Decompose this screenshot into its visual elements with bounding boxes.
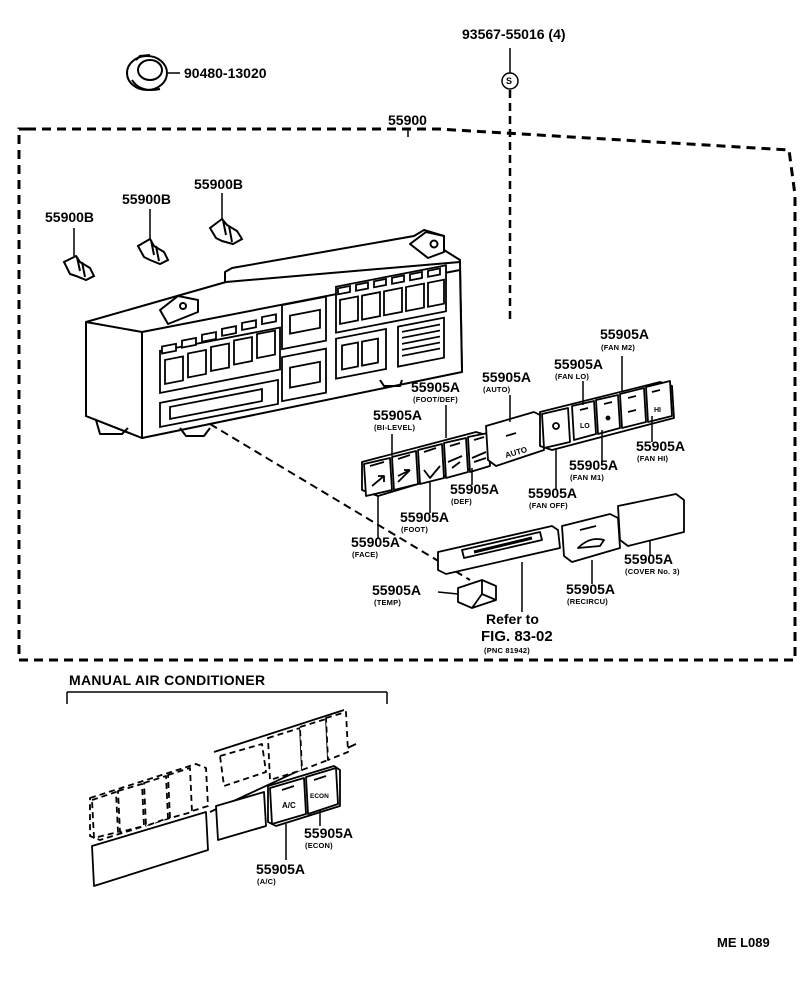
fan-m1-button bbox=[595, 394, 621, 435]
ac-glyph: A/C bbox=[282, 801, 296, 810]
bulb-part-number-c: 55900B bbox=[194, 176, 244, 192]
foot-label: (FOOT) bbox=[401, 525, 429, 534]
manual-ac-title: MANUAL AIR CONDITIONER bbox=[69, 672, 266, 688]
face-button bbox=[363, 457, 393, 497]
temp-slider-plate bbox=[437, 525, 561, 575]
cover3-label: (COVER No. 3) bbox=[625, 567, 680, 576]
bi-level-part-number: 55905A bbox=[373, 407, 423, 423]
screw-symbol-letter: S bbox=[506, 76, 513, 86]
fan-hi-label: (FAN HI) bbox=[637, 454, 669, 463]
bulb-part-number-a: 55900B bbox=[45, 209, 95, 225]
foot-def-part-number: 55905A bbox=[411, 379, 461, 395]
fan-m2-button bbox=[619, 387, 647, 429]
housing-windows bbox=[159, 264, 447, 428]
fan-off-label: (FAN OFF) bbox=[529, 501, 568, 510]
recircu-part-number: 55905A bbox=[566, 581, 616, 597]
bulb-icon bbox=[136, 237, 170, 266]
manual-ac-leaders bbox=[285, 810, 321, 860]
econ-label: (ECON) bbox=[305, 841, 333, 850]
fan-hi-part-number: 55905A bbox=[636, 438, 686, 454]
foot-button bbox=[417, 443, 445, 485]
fan-m2-label: (FAN M2) bbox=[601, 343, 636, 352]
clip-icon bbox=[126, 54, 168, 91]
fan-button-group: LO HI bbox=[539, 380, 675, 451]
manual-ac-panel: A/C ECON bbox=[89, 709, 357, 887]
face-part-number: 55905A bbox=[351, 534, 401, 550]
manual-ac-bracket bbox=[66, 691, 388, 704]
fan-lo-glyph: LO bbox=[580, 423, 590, 430]
assembly-boundary bbox=[17, 127, 797, 662]
recirc-button bbox=[561, 513, 621, 563]
def-button bbox=[467, 432, 491, 473]
ac-button bbox=[269, 777, 307, 825]
screw-part-number: 93567-55016 (4) bbox=[462, 26, 566, 42]
foot-part-number: 55905A bbox=[400, 509, 450, 525]
fan-lo-part-number: 55905A bbox=[554, 356, 604, 372]
refer-pnc: (PNC 81942) bbox=[484, 646, 530, 655]
housing-to-buttons-leader bbox=[209, 423, 471, 581]
cover3-part-number: 55905A bbox=[624, 551, 674, 567]
auto-part-number: 55905A bbox=[482, 369, 532, 385]
def-part-number: 55905A bbox=[450, 481, 500, 497]
face-label: (FACE) bbox=[352, 550, 379, 559]
foot-def-label: (FOOT/DEF) bbox=[413, 395, 458, 404]
refer-to-text: Refer to bbox=[486, 611, 539, 627]
fan-hi-button bbox=[645, 380, 673, 423]
leader-lines bbox=[377, 356, 653, 612]
clip-part-number: 90480-13020 bbox=[184, 65, 267, 81]
bulb-icon bbox=[208, 217, 244, 246]
recircu-label: (RECIRCU) bbox=[567, 597, 608, 606]
fan-m1-part-number: 55905A bbox=[569, 457, 619, 473]
bulb-icon bbox=[62, 254, 96, 282]
fan-hi-glyph: HI bbox=[654, 407, 661, 414]
def-label: (DEF) bbox=[451, 497, 472, 506]
fan-m2-part-number: 55905A bbox=[600, 326, 650, 342]
cover-no3 bbox=[617, 493, 685, 547]
temp-knob bbox=[457, 579, 497, 609]
refer-fig-link[interactable]: FIG. 83-02 bbox=[481, 628, 553, 645]
ac-label: (A/C) bbox=[257, 877, 276, 886]
fan-lo-label: (FAN LO) bbox=[555, 372, 590, 381]
assembly-part-number: 55900 bbox=[388, 112, 427, 128]
econ-part-number: 55905A bbox=[304, 825, 354, 841]
temp-part-number: 55905A bbox=[372, 582, 422, 598]
fan-m1-label: (FAN M1) bbox=[570, 473, 605, 482]
ac-part-number: 55905A bbox=[256, 861, 306, 877]
auto-button: AUTO bbox=[485, 411, 545, 467]
fan-lo-button bbox=[571, 400, 597, 441]
bi-level-label: (BI-LEVEL) bbox=[374, 423, 416, 432]
auto-label: (AUTO) bbox=[483, 385, 511, 394]
bulb-part-number-b: 55900B bbox=[122, 191, 172, 207]
econ-glyph: ECON bbox=[310, 793, 329, 800]
temp-label: (TEMP) bbox=[374, 598, 402, 607]
diagram-code: ME L089 bbox=[717, 935, 770, 950]
fan-off-part-number: 55905A bbox=[528, 485, 578, 501]
